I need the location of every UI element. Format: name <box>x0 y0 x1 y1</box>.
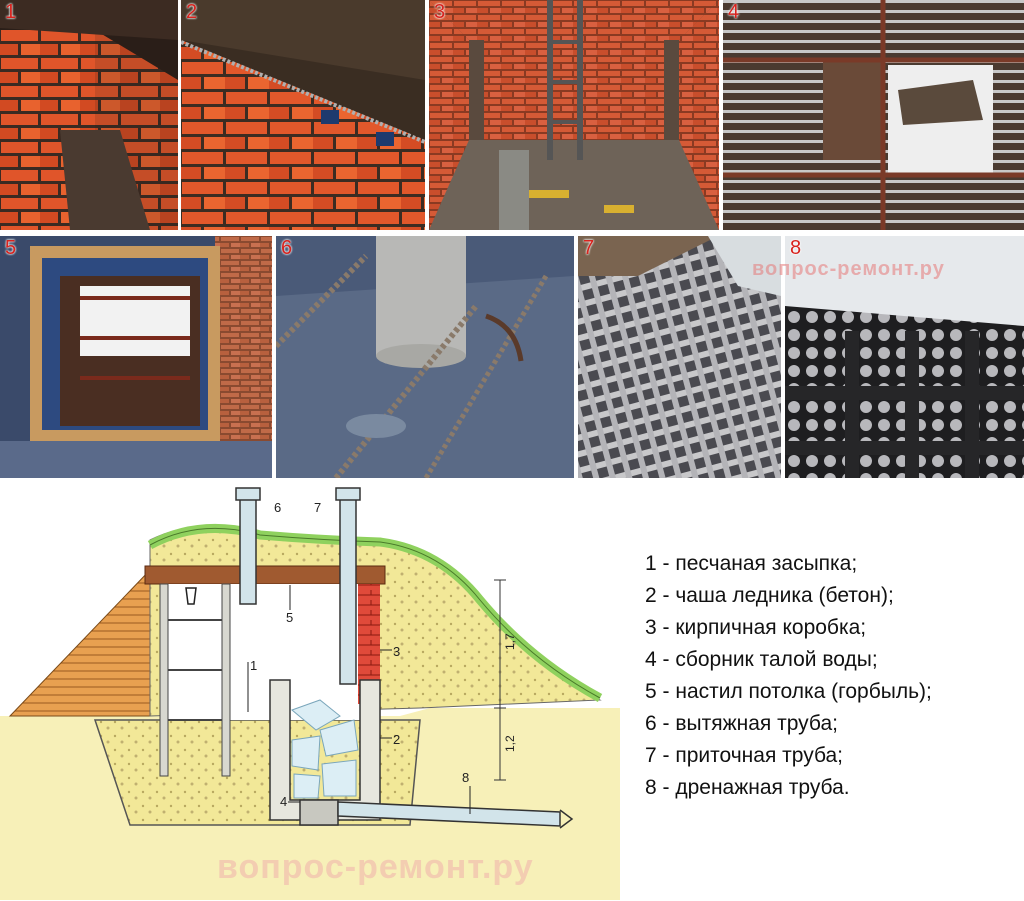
legend-item-drain-pipe: 8 - дренажная труба. <box>645 776 850 799</box>
photo-number: 7 <box>583 237 595 259</box>
photo-2-brick-wall: 2 <box>181 0 425 230</box>
label-3: 3 <box>393 644 400 659</box>
label-5: 5 <box>286 610 293 625</box>
exhaust-pipe <box>239 497 257 605</box>
photo-number: 6 <box>281 237 293 259</box>
photo-5-hatch: 5 <box>0 236 272 478</box>
legend-item-brick-box: 3 - кирпичная коробка; <box>645 616 867 639</box>
photo-number: 4 <box>728 1 740 23</box>
label-4: 4 <box>280 794 287 809</box>
legend: 1 - песчаная засыпка; 2 - чаша ледника (… <box>645 548 1020 804</box>
watermark-top: вопрос-ремонт.ру <box>752 258 945 280</box>
dim-lower: 1,2 <box>503 735 517 752</box>
brick-box <box>358 584 380 704</box>
supply-pipe <box>339 497 357 685</box>
photo-6-pipe: 6 <box>276 236 574 478</box>
legend-item-meltwater: 4 - сборник талой воды; <box>645 648 878 671</box>
cellar-interior <box>160 584 370 720</box>
photo-number: 3 <box>434 1 446 23</box>
drain-pipe <box>337 801 561 827</box>
photo-4-mesh-frame: 4 <box>723 0 1024 230</box>
legend-item-sand-backfill: 1 - песчаная засыпка; <box>645 552 858 575</box>
legend-item-ceiling-deck: 5 - настил потолка (горбыль); <box>645 680 932 703</box>
meltwater-collector <box>299 799 339 826</box>
legend-item-ice-bowl: 2 - чаша ледника (бетон); <box>645 584 894 607</box>
watermark-bottom: вопрос-ремонт.ру <box>217 848 534 886</box>
photo-number: 1 <box>5 1 17 23</box>
photo-number: 2 <box>186 1 198 23</box>
legend-item-supply-pipe: 7 - приточная труба; <box>645 744 844 767</box>
photo-3-brick-pit: 3 <box>429 0 719 230</box>
ice-blocks <box>291 699 359 799</box>
photo-7-mesh: 7 <box>578 236 781 478</box>
photo-8-mesh-tray: 8 <box>785 236 1024 478</box>
label-7: 7 <box>314 500 321 515</box>
timber-slope <box>8 568 151 717</box>
label-2: 2 <box>393 732 400 747</box>
legend-item-exhaust-pipe: 6 - вытяжная труба; <box>645 712 838 735</box>
label-8: 8 <box>462 770 469 785</box>
photo-number: 8 <box>790 237 802 259</box>
label-1: 1 <box>250 658 257 673</box>
dim-upper: 1,7 <box>503 633 517 650</box>
cellar-cross-section-diagram: 1,7 1,2 1 2 3 4 5 6 7 8 <box>0 480 620 900</box>
photo-number: 5 <box>5 237 17 259</box>
label-6: 6 <box>274 500 281 515</box>
photo-1-brick-corner: 1 <box>0 0 178 230</box>
